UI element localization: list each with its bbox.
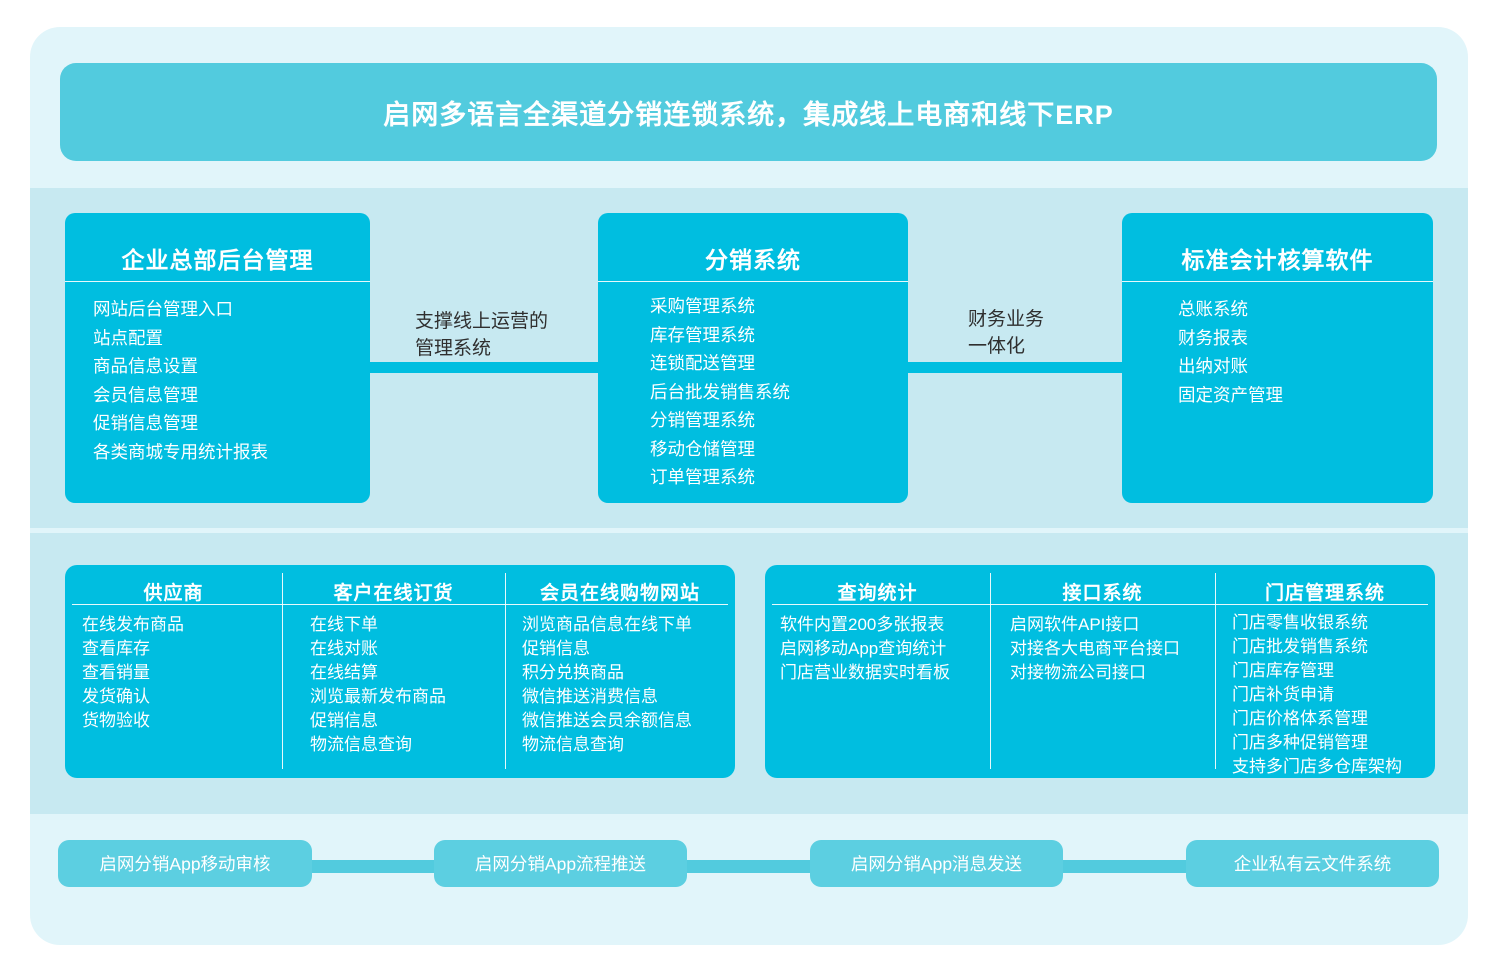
- title-underline: [65, 281, 370, 282]
- column-item-list: 软件内置200多张报表 启网移动App查询统计 门店营业数据实时看板: [780, 613, 950, 685]
- list-item: 启网移动App查询统计: [780, 639, 947, 658]
- list-item: 门店库存管理: [1232, 661, 1334, 680]
- list-item: 库存管理系统: [650, 324, 755, 345]
- list-item: 物流信息查询: [310, 735, 412, 754]
- list-item: 微信推送会员余额信息: [522, 711, 692, 730]
- pill-app-message-send: 启网分销App消息发送: [810, 840, 1063, 887]
- column-divider: [282, 573, 283, 769]
- column-item-list: 浏览商品信息在线下单 促销信息 积分兑换商品 微信推送消费信息 微信推送会员余额…: [522, 613, 692, 757]
- box-title: 分销系统: [705, 247, 801, 273]
- box-title: 企业总部后台管理: [121, 247, 314, 273]
- list-item: 浏览最新发布商品: [310, 687, 446, 706]
- pill-app-workflow-push: 启网分销App流程推送: [434, 840, 687, 887]
- column-item-list: 在线发布商品 查看库存 查看销量 发货确认 货物验收: [82, 613, 184, 733]
- box-item-list: 总账系统 财务报表 出纳对账 固定资产管理: [1122, 295, 1433, 409]
- list-item: 会员信息管理: [93, 384, 198, 405]
- list-item: 货物验收: [82, 711, 150, 730]
- box-title: 标准会计核算软件: [1181, 247, 1374, 273]
- list-item: 采购管理系统: [650, 296, 755, 316]
- column-title-supplier: 供应商: [143, 583, 204, 604]
- page-title: 启网多语言全渠道分销连锁系统，集成线上电商和线下ERP: [383, 99, 1114, 130]
- list-item: 促销信息: [522, 639, 590, 658]
- list-item: 网站后台管理入口: [93, 299, 233, 319]
- column-divider: [505, 573, 506, 769]
- connector-line-right: [908, 362, 1122, 373]
- list-item: 移动仓储管理: [650, 438, 755, 459]
- connector-line-left: [370, 362, 598, 373]
- title-underline: [1122, 281, 1433, 282]
- list-item: 在线发布商品: [82, 615, 184, 634]
- list-item: 门店价格体系管理: [1232, 709, 1368, 728]
- list-item: 支持多门店多仓库架构: [1232, 757, 1402, 776]
- column-divider: [1215, 573, 1216, 769]
- list-item: 订单管理系统: [650, 467, 755, 487]
- list-item: 积分兑换商品: [522, 663, 624, 682]
- box-accounting-software: 标准会计核算软件 总账系统 财务报表 出纳对账 固定资产管理: [1122, 213, 1433, 503]
- list-item: 软件内置200多张报表: [780, 615, 945, 634]
- list-item: 微信推送消费信息: [522, 687, 658, 706]
- pill-app-mobile-approval: 启网分销App移动审核: [58, 840, 312, 887]
- connector-label-line: 支撑线上运营的: [415, 311, 549, 332]
- list-item: 商品信息设置: [93, 356, 198, 376]
- list-item: 浏览商品信息在线下单: [522, 615, 692, 634]
- list-item: 后台批发销售系统: [650, 381, 790, 402]
- list-item: 门店营业数据实时看板: [780, 663, 950, 682]
- list-item: 在线下单: [310, 615, 378, 634]
- connector-label-line: 一体化: [968, 336, 1026, 357]
- group-store-and-interfaces: 查询统计 接口系统 门店管理系统 软件内置200多张报表 启网移动App查询统计…: [765, 565, 1435, 778]
- group-online-channels: 供应商 客户在线订货 会员在线购物网站 在线发布商品 查看库存 查看销量 发货确…: [65, 565, 735, 778]
- list-item: 门店补货申请: [1232, 685, 1334, 704]
- list-item: 分销管理系统: [650, 410, 755, 430]
- list-item: 查看销量: [82, 663, 150, 682]
- header-underline: [72, 604, 728, 605]
- list-item: 总账系统: [1178, 299, 1248, 319]
- list-item: 门店批发销售系统: [1232, 637, 1368, 656]
- list-item: 出纳对账: [1178, 356, 1248, 376]
- list-item: 各类商城专用统计报表: [93, 441, 268, 462]
- list-item: 对接物流公司接口: [1010, 663, 1146, 682]
- column-title-query-statistics: 查询统计: [837, 583, 918, 604]
- title-underline: [598, 281, 908, 282]
- column-item-list: 门店零售收银系统 门店批发销售系统 门店库存管理 门店补货申请 门店价格体系管理…: [1232, 611, 1402, 779]
- list-item: 站点配置: [93, 327, 163, 348]
- list-item: 促销信息管理: [93, 413, 198, 433]
- list-item: 财务报表: [1178, 327, 1248, 348]
- column-title-interface-system: 接口系统: [1062, 583, 1143, 604]
- connector-label-line: 管理系统: [415, 338, 492, 359]
- box-headquarters-backoffice: 企业总部后台管理 网站后台管理入口 站点配置 商品信息设置 会员信息管理 促销信…: [65, 213, 370, 503]
- list-item: 启网软件API接口: [1010, 615, 1140, 634]
- box-item-list: 采购管理系统 库存管理系统 连锁配送管理 后台批发销售系统 分销管理系统 移动仓…: [598, 292, 908, 492]
- list-item: 发货确认: [82, 687, 150, 706]
- column-title-member-shop: 会员在线购物网站: [539, 583, 700, 604]
- list-item: 对接各大电商平台接口: [1010, 639, 1180, 658]
- list-item: 在线结算: [310, 663, 378, 682]
- main-title-banner: 启网多语言全渠道分销连锁系统，集成线上电商和线下ERP: [60, 63, 1437, 161]
- box-item-list: 网站后台管理入口 站点配置 商品信息设置 会员信息管理 促销信息管理 各类商城专…: [65, 295, 370, 466]
- list-item: 物流信息查询: [522, 735, 624, 754]
- column-divider: [990, 573, 991, 769]
- header-underline: [772, 604, 1428, 605]
- list-item: 固定资产管理: [1178, 384, 1283, 405]
- connector-label-line: 财务业务: [968, 309, 1045, 330]
- connector-label-left: 支撑线上运营的 管理系统: [415, 308, 548, 362]
- pill-private-cloud-files: 企业私有云文件系统: [1186, 840, 1439, 887]
- list-item: 门店零售收银系统: [1232, 613, 1368, 632]
- column-title-customer-ordering: 客户在线订货: [333, 583, 454, 604]
- column-item-list: 启网软件API接口 对接各大电商平台接口 对接物流公司接口: [1010, 613, 1180, 685]
- box-distribution-system: 分销系统 采购管理系统 库存管理系统 连锁配送管理 后台批发销售系统 分销管理系…: [598, 213, 908, 503]
- list-item: 门店多种促销管理: [1232, 733, 1368, 752]
- list-item: 连锁配送管理: [650, 353, 755, 373]
- list-item: 促销信息: [310, 711, 378, 730]
- connector-label-right: 财务业务 一体化: [968, 306, 1044, 360]
- list-item: 查看库存: [82, 639, 150, 658]
- column-title-store-management: 门店管理系统: [1264, 583, 1385, 604]
- column-item-list: 在线下单 在线对账 在线结算 浏览最新发布商品 促销信息 物流信息查询: [310, 613, 446, 757]
- list-item: 在线对账: [310, 639, 378, 658]
